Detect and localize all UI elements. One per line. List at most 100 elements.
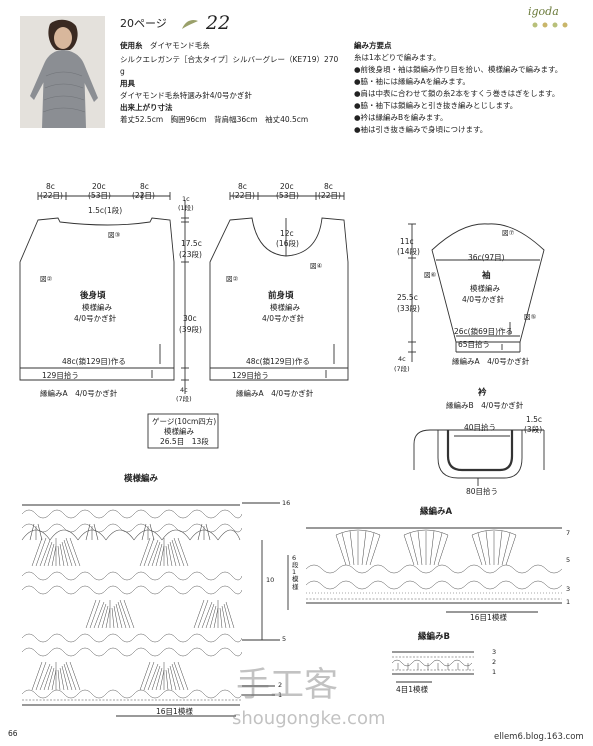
front-figure-2-label: 図② [226,275,239,283]
page-ref: 20ページ [120,17,167,30]
edging-a-stitch-chart [306,529,562,603]
gauge-title: ゲージ(10cm四方) [152,417,217,426]
front-chain-cast-on: 48c(鎖129目)作る [246,357,310,366]
front-neck-depth: 12c [280,229,294,238]
main-chart-row-1: 1 [278,691,283,699]
back-top-right-rows: (22目) [132,191,155,200]
sleeve-height-3: 4c [398,355,406,363]
back-side-2: 17.5c [181,239,202,248]
front-pick-up: 129目拾う [232,371,269,380]
collar-pick-bottom: 80目拾う [466,487,499,496]
sleeve-height-1: 11c [400,237,414,246]
notes-line: 糸は1本どりで編みます。 [354,53,441,62]
edging-a-repeat: 16目1模様 [470,613,507,622]
collar-edging: 縁編みB 4/0号かぎ針 [446,401,524,410]
main-stitch-chart [21,523,241,541]
edging-b-row-3: 3 [492,648,497,656]
back-figure-3-label: 図③ [108,231,121,239]
back-side-1: 1c [182,195,190,203]
sleeve-figure-7-label: 図⑦ [502,229,515,237]
watermark-url: shougongke.com [232,708,386,729]
sleeve-figure-6-label: 図⑥ [424,271,437,279]
back-side-4-rows: (7段) [176,395,192,403]
watermark-logo: 手工客 [236,665,338,705]
brand-logo: igoda [528,5,559,18]
notes-line: ●前後身頃・袖は鎖編み作り目を拾い、模様編みで編みます。 [354,65,563,74]
sleeve-figure-5-label: 図⑤ [524,313,537,321]
main-chart-row-16: 16 [282,499,291,507]
sleeve-pattern: 模様編み [470,284,500,293]
notes-line: ●袖は引き抜き編みで身頃につけます。 [354,125,488,134]
notes-title: 編み方要点 [354,41,392,50]
sleeve-top-width: 36c(97目) [468,253,505,262]
front-title: 前身頃 [268,291,294,301]
collar-width-rows: (3段) [524,425,543,434]
yarn-amount: g [120,67,125,76]
flower-ornament-icon [530,20,570,30]
front-top-right-measure: 8c [324,182,333,191]
sleeve-height-2: 25.5c [397,293,418,302]
sleeve-title: 袖 [482,271,491,281]
leaf-icon [180,17,200,31]
sleeve-chain-cast-on: 26c(鎖69目)作る [454,327,514,336]
notes-line: ●衿は縁編みBを編みます。 [354,113,448,122]
front-top-mid-measure: 20c [280,182,294,191]
main-chart-row-2: 2 [278,681,283,689]
blog-url: ellem6.blog.163.com [494,732,584,742]
edging-a-row-3: 3 [566,585,571,593]
main-chart-row-5: 5 [282,635,287,643]
back-pattern: 模様編み [82,303,112,312]
back-top-left-measure: 8c [46,182,55,191]
edging-a-row-1: 1 [566,598,571,606]
size-value: 着丈52.5cm 胸囲96cm 背肩幅36cm 袖丈40.5cm [120,115,309,124]
model-photo [20,16,105,128]
sleeve-hook: 4/0号かぎ針 [462,295,505,304]
back-edging: 縁編みA 4/0号かぎ針 [40,389,118,398]
back-side-3-rows: (39段) [179,325,202,334]
back-neck-measure: 1.5c(1段) [88,206,123,215]
tools-value: ダイヤモンド毛糸特選み針4/0号かぎ針 [120,91,252,100]
back-pick-up: 129目拾う [42,371,79,380]
edging-b-repeat: 4目1模様 [396,685,429,694]
sleeve-edging: 縁編みA 4/0号かぎ針 [452,357,530,366]
sleeve-height-3-rows: (7段) [394,365,410,373]
sleeve-height-2-rows: (33段) [397,304,420,313]
main-chart-repeat: 16目1模様 [156,707,193,716]
main-chart-grid [22,506,242,704]
notes-line: ●脇・袖には縁編みAを編みます。 [354,77,470,86]
front-neck-rows: (16段) [276,239,299,248]
page-number: 66 [8,729,18,738]
back-side-2-rows: (23段) [179,250,202,259]
gauge-pattern: 模様編み [164,427,194,436]
edging-b-stitch-chart [392,653,474,674]
notes-line: ●肩は中表に合わせて鎖の糸2本をすくう巻きはぎをします。 [354,89,560,98]
size-label: 出来上がり寸法 [120,103,173,112]
front-top-mid-rows: (53目) [276,191,299,200]
edging-b-title: 縁編みB [418,632,450,642]
back-top-left-rows: (22目) [40,191,63,200]
edging-b-row-1: 1 [492,668,497,676]
front-figure-4-label: 図④ [310,262,323,270]
back-figure-2-label: 図② [40,275,53,283]
sleeve-height-1-rows: (14段) [397,247,420,256]
yarn-label: 使用糸 ダイヤモンド毛糸 [120,41,210,50]
collar-title: 衿 [478,388,487,398]
yarn-detail: シルクエレガンテ［合太タイプ］シルバーグレー（KE719）270 [120,55,339,64]
front-top-right-rows: (22目) [318,191,341,200]
edging-a-title: 縁編みA [420,507,453,517]
notes-line: ●脇・袖下は鎖編みと引き抜き編みとじします。 [354,101,518,110]
pattern-number: 22 [206,12,231,34]
back-side-4: 4c [180,386,188,394]
back-title: 後身頃 [80,291,106,301]
back-side-3: 30c [183,314,197,323]
tools-label: 用具 [120,79,135,88]
sleeve-pick-up: 65目拾う [458,340,491,349]
edging-b-row-2: 2 [492,658,497,666]
main-chart-title: 模様編み [124,474,159,484]
back-hook: 4/0号かぎ針 [74,314,117,323]
back-top-right-measure: 8c [140,182,149,191]
main-chart-rows-repeat: 6段1模様 [292,554,299,591]
front-pattern: 模様編み [270,303,300,312]
back-top-mid-rows: (53目) [88,191,111,200]
